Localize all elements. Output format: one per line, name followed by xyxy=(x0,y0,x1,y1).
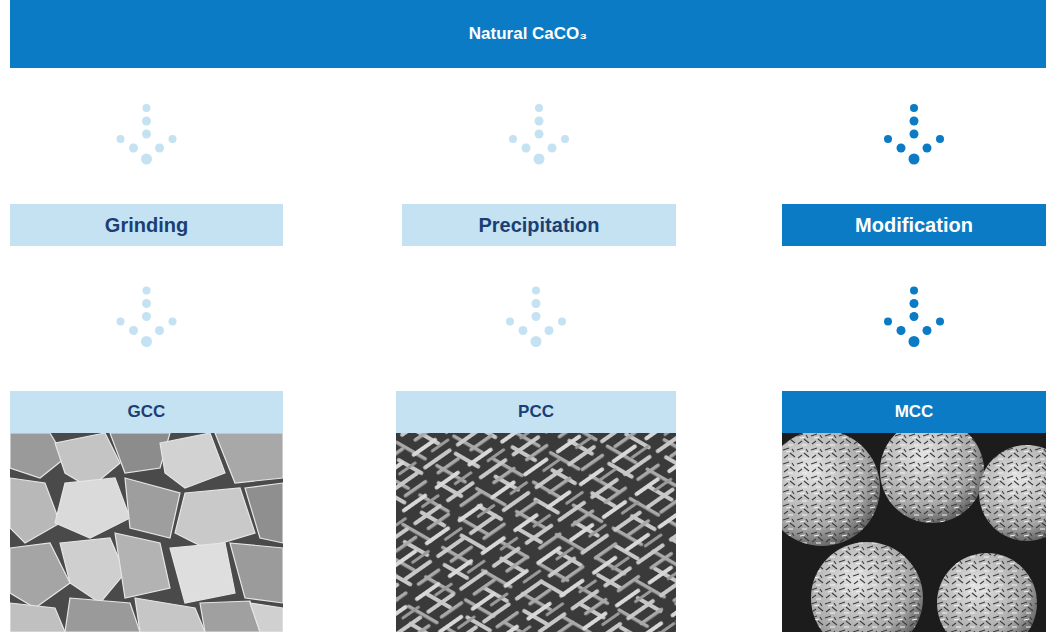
arrow-dot xyxy=(142,312,151,321)
arrow-dot xyxy=(936,318,944,326)
arrow-dot xyxy=(910,117,919,126)
mcc-micrograph xyxy=(782,433,1046,632)
arrow-dot xyxy=(897,326,906,335)
arrow-dot xyxy=(548,144,557,153)
micrograph-ground xyxy=(396,433,676,632)
arrow-dot xyxy=(142,299,151,308)
dotted-arrow xyxy=(117,104,177,165)
arrow-dot xyxy=(117,135,125,143)
arrow-dot xyxy=(936,135,944,143)
dotted-arrow xyxy=(884,104,944,165)
product-label: GCC xyxy=(10,391,283,433)
arrow-dot xyxy=(142,130,151,139)
arrow-dot xyxy=(532,312,541,321)
dotted-arrow xyxy=(506,287,566,348)
node-text: MCC xyxy=(895,402,934,422)
arrow-dot xyxy=(910,312,919,321)
arrow-dot xyxy=(506,318,514,326)
arrow-dot xyxy=(545,326,554,335)
arrow-dot xyxy=(519,326,528,335)
arrow-dot xyxy=(561,135,569,143)
node-text: Grinding xyxy=(105,214,188,237)
arrow-dot xyxy=(884,135,892,143)
arrow-dot xyxy=(923,144,932,153)
arrow-dot xyxy=(534,154,545,165)
arrow-dot xyxy=(535,104,543,112)
arrow-dot xyxy=(117,318,125,326)
node-text: Precipitation xyxy=(478,214,599,237)
arrow-dot xyxy=(910,104,918,112)
arrow-dot xyxy=(535,117,544,126)
arrow-dot xyxy=(909,336,920,347)
dotted-arrow xyxy=(117,287,177,348)
micrograph-ground xyxy=(10,433,283,632)
product-label: MCC xyxy=(782,391,1046,433)
arrow-dot xyxy=(532,287,540,295)
arrow-dot xyxy=(155,326,164,335)
arrow-dot xyxy=(910,287,918,295)
arrow-dot xyxy=(155,144,164,153)
arrow-dot xyxy=(142,117,151,126)
arrow-dot xyxy=(884,318,892,326)
arrow-dot xyxy=(169,318,177,326)
crystal-grains xyxy=(10,433,283,632)
process-box: Grinding xyxy=(10,204,283,246)
arrow-dot xyxy=(129,144,138,153)
pcc-micrograph xyxy=(396,433,676,632)
node-text: GCC xyxy=(128,402,166,422)
needle-crystals xyxy=(396,433,676,632)
node-text: Natural CaCO₃ xyxy=(469,24,587,44)
dotted-arrow xyxy=(509,104,569,165)
arrow-dot xyxy=(910,299,919,308)
arrow-dot xyxy=(169,135,177,143)
arrow-dot xyxy=(535,130,544,139)
arrow-dot xyxy=(897,144,906,153)
node-text: PCC xyxy=(518,402,554,422)
arrow-dot xyxy=(141,336,152,347)
arrow-dot xyxy=(143,287,151,295)
arrow-dot xyxy=(509,135,517,143)
process-box: Modification xyxy=(782,204,1046,246)
arrow-dot xyxy=(910,130,919,139)
arrow-dot xyxy=(129,326,138,335)
arrow-dot xyxy=(558,318,566,326)
arrow-dot xyxy=(522,144,531,153)
process-box: Precipitation xyxy=(402,204,676,246)
arrow-dot xyxy=(141,154,152,165)
arrow-dot xyxy=(531,336,542,347)
product-label: PCC xyxy=(396,391,676,433)
dotted-arrow xyxy=(884,287,944,348)
arrow-dot xyxy=(143,104,151,112)
gcc-micrograph xyxy=(10,433,283,632)
needle-crystals xyxy=(396,433,676,632)
porous-spheres xyxy=(782,433,1046,632)
node-text: Modification xyxy=(855,214,973,237)
arrow-dot xyxy=(923,326,932,335)
arrow-dot xyxy=(909,154,920,165)
arrow-dot xyxy=(532,299,541,308)
source-band: Natural CaCO₃ xyxy=(10,0,1046,68)
